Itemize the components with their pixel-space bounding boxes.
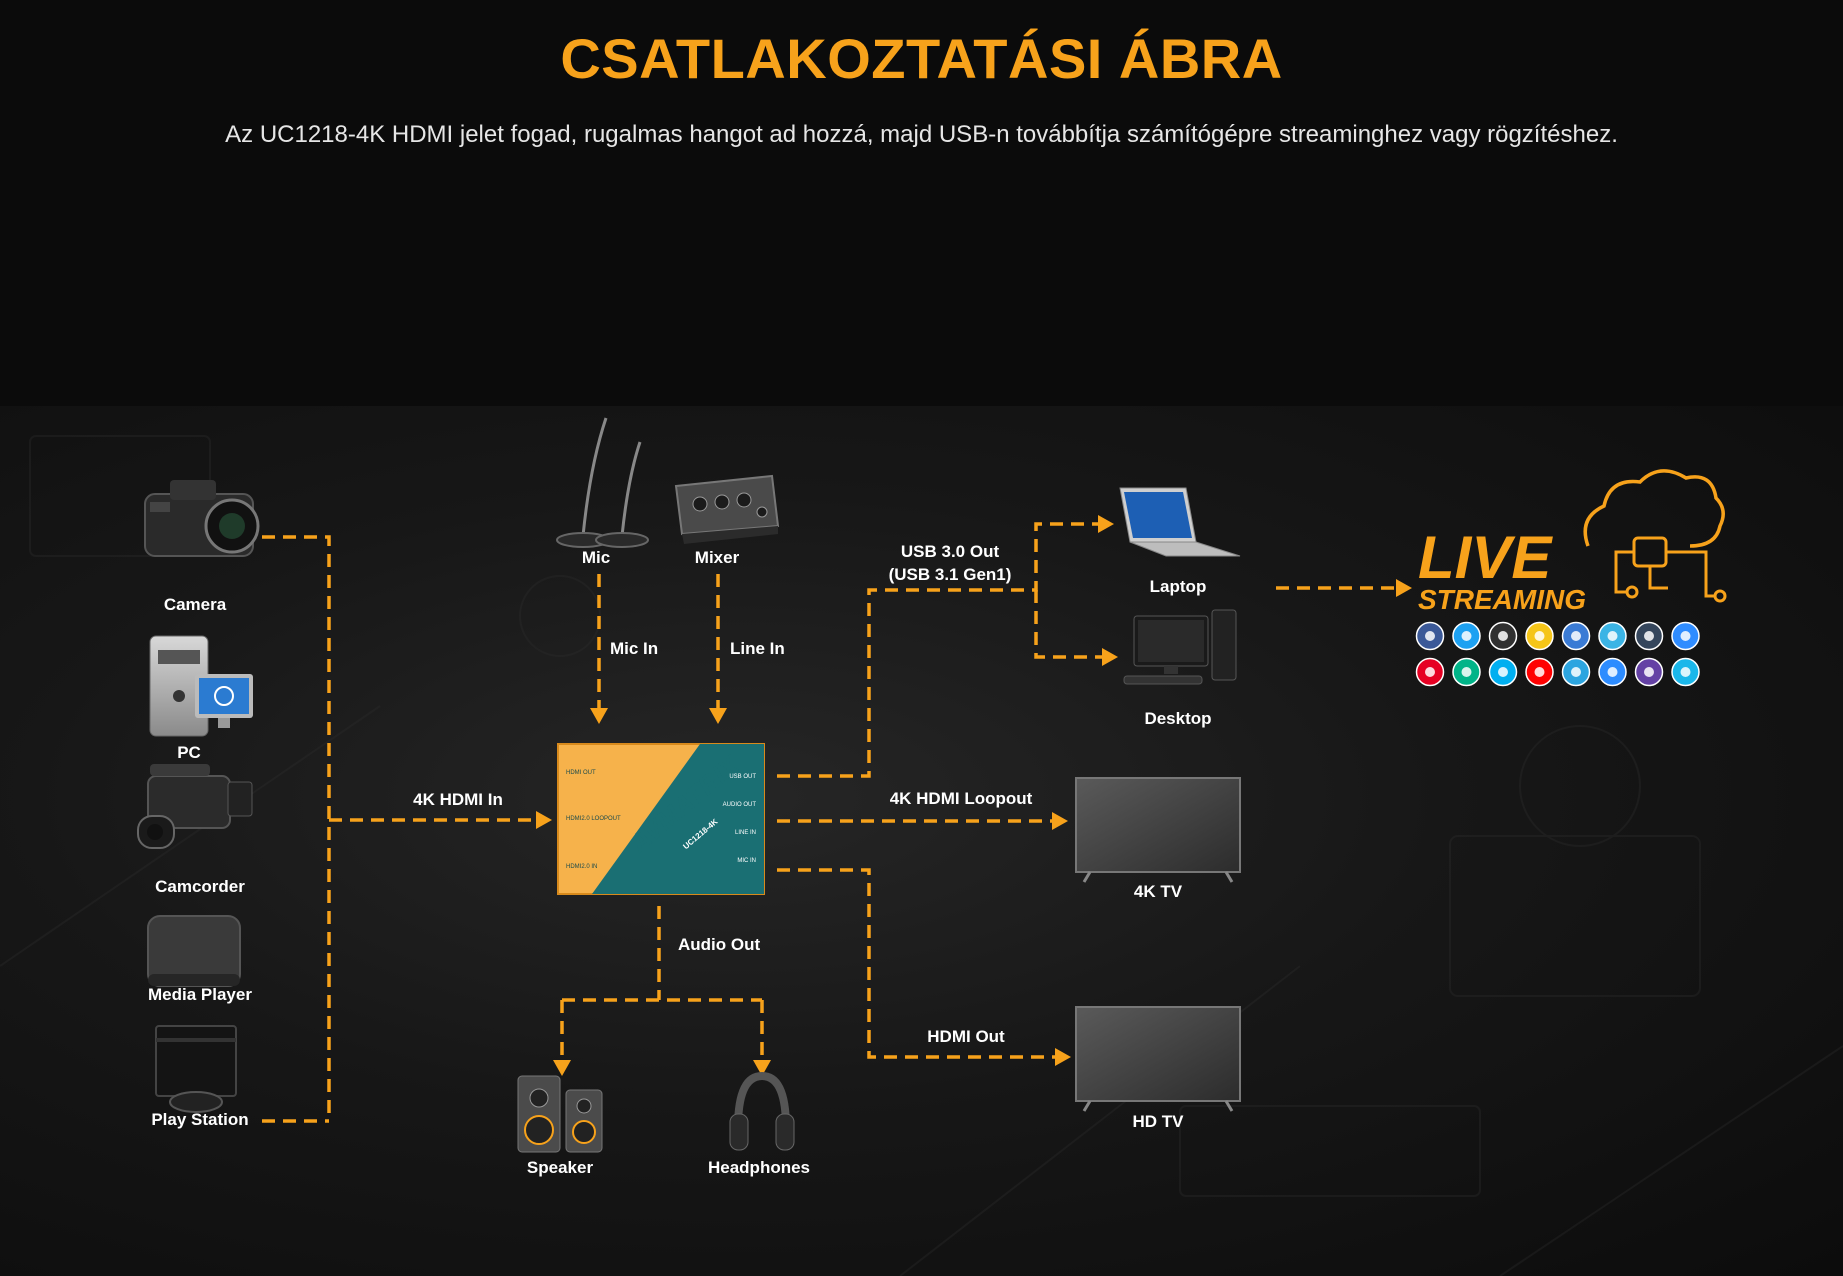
- vine-icon-glyph: [1461, 667, 1472, 677]
- platform-icons: [1415, 621, 1700, 687]
- page-title: CSATLAKOZTATÁSI ÁBRA: [560, 27, 1283, 90]
- port-left-1: HDMI2.0 LOOPOUT: [566, 816, 621, 822]
- tv-hd-icon: [1075, 1006, 1241, 1112]
- laptop-icon: [1119, 487, 1241, 557]
- youtube-icon-glyph: [1534, 667, 1545, 677]
- audio-out-label: Audio Out: [678, 935, 760, 954]
- tumblr-icon-glyph: [1644, 631, 1654, 641]
- desktop-icon: [1123, 609, 1237, 685]
- grid-icon-glyph: [1571, 631, 1581, 641]
- media-player-label: Media Player: [148, 985, 252, 1004]
- hdmi-in-label: 4K HDMI In: [413, 790, 503, 809]
- camcorder-label: Camcorder: [155, 877, 245, 896]
- mixer-icon: [674, 474, 780, 544]
- camera-icon: [144, 480, 260, 557]
- facebook-icon-glyph: [1425, 631, 1435, 641]
- laptop-label: Laptop: [1150, 577, 1207, 596]
- line-in-label: Line In: [730, 639, 785, 658]
- zoom-icon-glyph: [1607, 667, 1618, 677]
- tv-4k-label: 4K TV: [1134, 882, 1183, 901]
- live-text: LIVE: [1418, 524, 1553, 591]
- skype-icon-glyph: [1498, 667, 1508, 677]
- audio-out-wire: [553, 906, 771, 1076]
- port-right-0: USB OUT: [729, 774, 756, 780]
- twitch-icon-glyph: [1644, 667, 1654, 677]
- loopout-wire: [777, 812, 1068, 830]
- twitter-icon-glyph: [1461, 631, 1472, 641]
- vimeo-icon-glyph: [1680, 667, 1691, 677]
- line-in-wire: [709, 574, 727, 724]
- connection-diagram: Camera PC Camcorder Media Player Play St…: [0, 406, 1843, 1276]
- mic-in-label: Mic In: [610, 639, 658, 658]
- desktop-label: Desktop: [1144, 709, 1211, 728]
- usb-out-wire: [777, 515, 1118, 778]
- header: CSATLAKOZTATÁSI ÁBRA Az UC1218-4K HDMI j…: [0, 0, 1843, 406]
- mic-icon: [556, 417, 649, 548]
- hdmi-loopout-label: 4K HDMI Loopout: [890, 789, 1033, 808]
- speaker-label: Speaker: [527, 1158, 594, 1177]
- page-subtitle: Az UC1218-4K HDMI jelet fogad, rugalmas …: [225, 121, 1618, 148]
- port-left-2: HDMI2.0 IN: [566, 864, 597, 870]
- diagram-canvas: Camera PC Camcorder Media Player Play St…: [0, 417, 1843, 1276]
- pc-label: PC: [177, 743, 201, 762]
- messenger-icon-glyph: [1680, 631, 1691, 641]
- obs-icon-glyph: [1498, 631, 1508, 641]
- port-right-2: LINE IN: [735, 830, 756, 836]
- port-right-1: AUDIO OUT: [723, 802, 757, 808]
- streaming-wire: [1276, 579, 1412, 597]
- play-station-label: Play Station: [151, 1110, 248, 1129]
- hdmi-out-label: HDMI Out: [927, 1027, 1005, 1046]
- tv-4k-icon: [1075, 777, 1241, 883]
- tv-hd-label: HD TV: [1133, 1112, 1185, 1131]
- mic-in-wire: [590, 574, 608, 724]
- cloud-icon: [1583, 469, 1725, 548]
- live-streaming-logo: LIVE STREAMING: [1415, 469, 1727, 687]
- streaming-text: STREAMING: [1418, 584, 1586, 615]
- pc-icon: [149, 635, 253, 737]
- hdmi-out-wire: [777, 868, 1071, 1066]
- background-texture: [0, 435, 1843, 1276]
- usb-out-label: USB 3.0 Out: [901, 542, 1000, 561]
- camera-label: Camera: [164, 595, 227, 614]
- play-station-icon: [155, 1025, 237, 1113]
- periscope-icon-glyph: [1607, 631, 1618, 641]
- hdmi-input-bus: [262, 535, 552, 1123]
- usb-out-sublabel: (USB 3.1 Gen1): [889, 565, 1012, 584]
- youtube-gaming-icon-glyph: [1534, 631, 1545, 641]
- mic-label: Mic: [582, 548, 610, 567]
- headphones-label: Headphones: [708, 1158, 810, 1177]
- port-right-3: MIC IN: [737, 858, 756, 864]
- uc1218-device: AVMATRIX UC1218-4K HDMI OUT HDMI2.0 LOOP…: [557, 743, 765, 895]
- headphones-icon: [729, 1071, 795, 1151]
- circuit-icon: [1614, 536, 1727, 603]
- port-left-0: HDMI OUT: [566, 770, 596, 776]
- mixer-label: Mixer: [695, 548, 740, 567]
- camcorder-icon: [137, 764, 253, 849]
- media-player-icon: [147, 915, 241, 987]
- speaker-icon: [517, 1075, 603, 1153]
- pinterest-icon-glyph: [1425, 667, 1435, 677]
- telegram-icon-glyph: [1571, 667, 1581, 677]
